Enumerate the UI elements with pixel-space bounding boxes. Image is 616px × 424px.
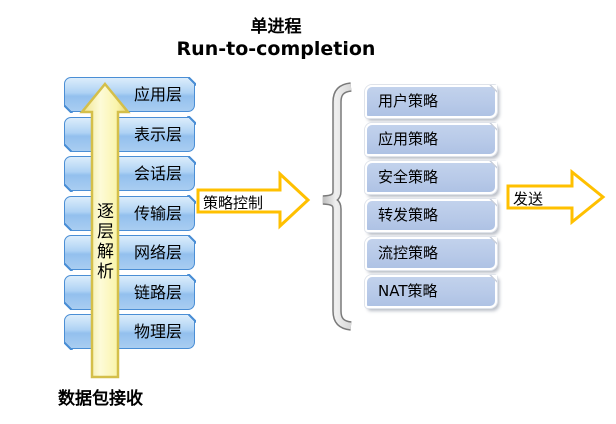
page-title-cn: 单进程 bbox=[250, 17, 302, 37]
policy-box-4: 转发策略 bbox=[365, 199, 497, 232]
policy-label: 流控策略 bbox=[378, 244, 439, 262]
layer-box-7: 物理层 bbox=[63, 313, 196, 350]
layer-box-2: 表示层 bbox=[63, 116, 196, 152]
policy-label: 转发策略 bbox=[378, 206, 439, 224]
layer-box-1: 应用层 bbox=[63, 76, 196, 113]
policy-control-label: 策略控制 bbox=[203, 194, 264, 212]
policy-box-3: 安全策略 bbox=[365, 161, 497, 194]
layer-label: 物理层 bbox=[133, 322, 182, 341]
layer-label: 网络层 bbox=[133, 243, 182, 262]
policy-label: 安全策略 bbox=[378, 168, 439, 186]
brace-highlight bbox=[322, 83, 352, 330]
policy-label: 用户策略 bbox=[378, 92, 439, 110]
policy-label: NAT策略 bbox=[378, 282, 438, 300]
policy-label: 应用策略 bbox=[378, 130, 439, 148]
policy-box-5: 流控策略 bbox=[365, 237, 497, 270]
layer-label: 应用层 bbox=[133, 85, 182, 104]
policy-box-2: 应用策略 bbox=[365, 123, 497, 156]
layer-box-6: 链路层 bbox=[63, 274, 196, 310]
layer-box-5: 网络层 bbox=[63, 234, 196, 271]
layer-box-4: 传输层 bbox=[63, 195, 196, 231]
layer-label: 链路层 bbox=[133, 282, 182, 302]
packet-receive-label: 数据包接收 bbox=[58, 389, 143, 409]
up-arrow-label: 逐层解析 bbox=[97, 202, 114, 282]
layer-label: 传输层 bbox=[133, 203, 182, 223]
page-title-en: Run-to-completion bbox=[176, 38, 376, 60]
layer-box-3: 会话层 bbox=[63, 155, 196, 192]
brace bbox=[322, 82, 352, 331]
policy-box-1: 用户策略 bbox=[365, 85, 497, 118]
policy-box-6: NAT策略 bbox=[365, 275, 497, 308]
layer-label: 表示层 bbox=[133, 124, 182, 144]
layer-label: 会话层 bbox=[133, 164, 182, 183]
send-arrow-label: 发送 bbox=[513, 190, 544, 208]
page-title: 单进程 Run-to-completion bbox=[76, 16, 476, 60]
